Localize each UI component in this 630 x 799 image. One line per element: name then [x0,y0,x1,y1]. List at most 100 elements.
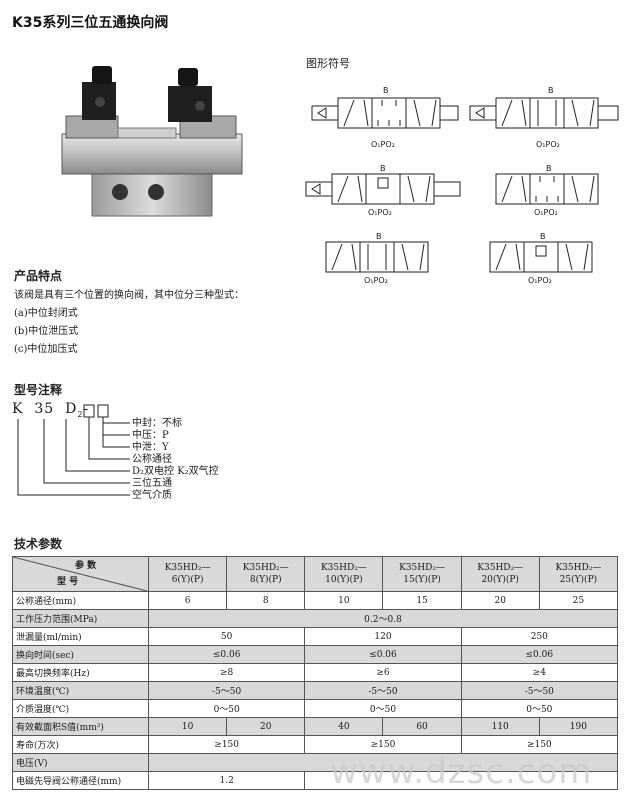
model-label: 型 号 [57,577,79,587]
cell: 20 [460,591,540,610]
watermark: www.dzsc.com [330,752,593,792]
cell: 8 [226,591,306,610]
cell: 20 [226,717,306,736]
feature-item: (b)中位泄压式 [14,326,79,337]
cell: 10 [304,591,384,610]
model-code-d-sub: 2 [77,409,84,419]
features-heading: 产品特点 [14,269,63,283]
valve-symbol-a [311,97,459,129]
valve-symbol-f [489,241,593,273]
spec-table: 参 数 型 号 K35HD₂— 6(Y)(P) K35HD₂— 8(Y)(P) … [12,556,619,790]
cell: 6 [147,591,228,610]
cell: 0～50 [460,699,619,718]
table-header-row: 参 数 型 号 K35HD₂— 6(Y)(P) K35HD₂— 8(Y)(P) … [12,556,619,592]
table-row: 环境温度(℃) -5～50 -5～50 -5～50 [12,681,619,700]
cell: 60 [382,717,462,736]
param-label: 参 数 [75,561,97,571]
cell [304,771,618,790]
column-header: K35HD₂— 15(Y)(P) [382,556,462,592]
row-label: 介质温度(℃) [12,699,149,718]
column-header: K35HD₂— 20(Y)(P) [460,556,540,592]
row-label: 环境温度(℃) [12,681,149,700]
row-label: 泄漏量(ml/min) [12,627,149,646]
cell: 0.2～0.8 [148,609,618,628]
valve-c-ports: O₁PO₂ [368,208,392,217]
callout-release: 中泄：Y [132,442,169,453]
valve-a-ports: O₁PO₂ [371,140,395,149]
spec-heading: 技术参数 [14,537,63,551]
callout-control: D₂双电控 K₂双气控 [132,466,219,477]
feature-item: (a)中位封闭式 [14,308,78,319]
valve-e-ports: O₁PO₂ [364,276,388,285]
model-heading: 型号注释 [14,383,63,397]
cell: -5～50 [147,681,306,700]
valve-product-photo [61,66,243,217]
cell: -5～50 [304,681,462,700]
callout-pressure: 中压：P [132,430,169,441]
header-corner: 参 数 型 号 [12,556,149,592]
table-row: 介质温度(℃) 0～50 0～50 0～50 [12,699,619,718]
cell: 120 [304,627,462,646]
cell: ≥150 [460,735,619,754]
table-row: 换向时间(sec) ≤0.06 ≤0.06 ≤0.06 [12,645,619,664]
callout-seal: 中封：不标 [132,418,182,429]
callout-bore: 公称通径 [132,454,172,465]
cell: 40 [304,717,384,736]
cell: 0～50 [304,699,462,718]
cell: ≤0.06 [460,645,619,664]
page-title: K35系列三位五通换向阀 [12,15,169,31]
callout-medium: 空气介质 [132,490,172,501]
cell: -5～50 [460,681,619,700]
table-row: 工作压力范围(MPa) 0.2～0.8 [12,609,618,628]
cell: 50 [147,627,306,646]
valve-d-ports: O₁PO₂ [534,208,558,217]
cell: 1.2 [147,771,306,790]
model-code-35: 35 [34,401,55,417]
valve-symbol-d [495,173,599,205]
cell: 250 [460,627,619,646]
row-label: 电压(V) [12,753,149,772]
features-list: 该阀是具有三个位置的换向阀，其中位分三种型式： (a)中位封闭式 (b)中位泄压… [14,287,244,359]
cell: ≥4 [460,663,619,682]
row-label: 工作压力范围(MPa) [12,609,149,628]
valve-b-port-b: B [548,86,554,95]
valve-f-port-b: B [540,232,546,241]
row-label: 公称通径(mm) [12,591,149,610]
feature-item: (c)中位加压式 [14,344,78,355]
cell: 190 [538,717,619,736]
cell: ≥8 [147,663,306,682]
column-header: K35HD₂— 6(Y)(P) [147,556,228,592]
valve-symbol-b [469,97,619,129]
valve-symbol-e [325,241,429,273]
valve-e-port-b: B [376,232,382,241]
table-row: 电压(V) [12,753,618,772]
valve-d-port-b: B [546,164,552,173]
model-code-d: D [65,401,78,417]
model-callout-lines [17,404,130,496]
cell: ≤0.06 [147,645,306,664]
table-row: 有效截面积S值(mm²) 10 20 40 60 110 190 [12,717,619,736]
model-code: K 35 D2- [12,401,89,419]
row-label: 换向时间(sec) [12,645,149,664]
symbol-heading: 图形符号 [306,57,350,70]
column-header: K35HD₂— 10(Y)(P) [304,556,384,592]
valve-c-port-b: B [380,164,386,173]
valve-a-port-b: B [383,86,389,95]
cell: 25 [538,591,619,610]
cell: 0～50 [147,699,306,718]
cell: 110 [460,717,540,736]
model-code-k: K [12,401,24,417]
callout-type: 三位五通 [132,478,172,489]
cell: ≤0.06 [304,645,462,664]
row-label: 电磁先导阀公称通径(mm) [12,771,149,790]
cell: ≥150 [147,735,306,754]
table-row: 电磁先导阀公称通径(mm) 1.2 [12,771,618,790]
model-code-dash: - [83,401,90,417]
table-row: 最高切换频率(Hz) ≥8 ≥6 ≥4 [12,663,619,682]
table-row: 寿命(万次) ≥150 ≥150 ≥150 [12,735,619,754]
cell: ≥6 [304,663,462,682]
corner-diagonal [13,557,148,591]
row-label: 寿命(万次) [12,735,149,754]
cell [148,753,618,772]
valve-f-ports: O₁PO₂ [528,276,552,285]
